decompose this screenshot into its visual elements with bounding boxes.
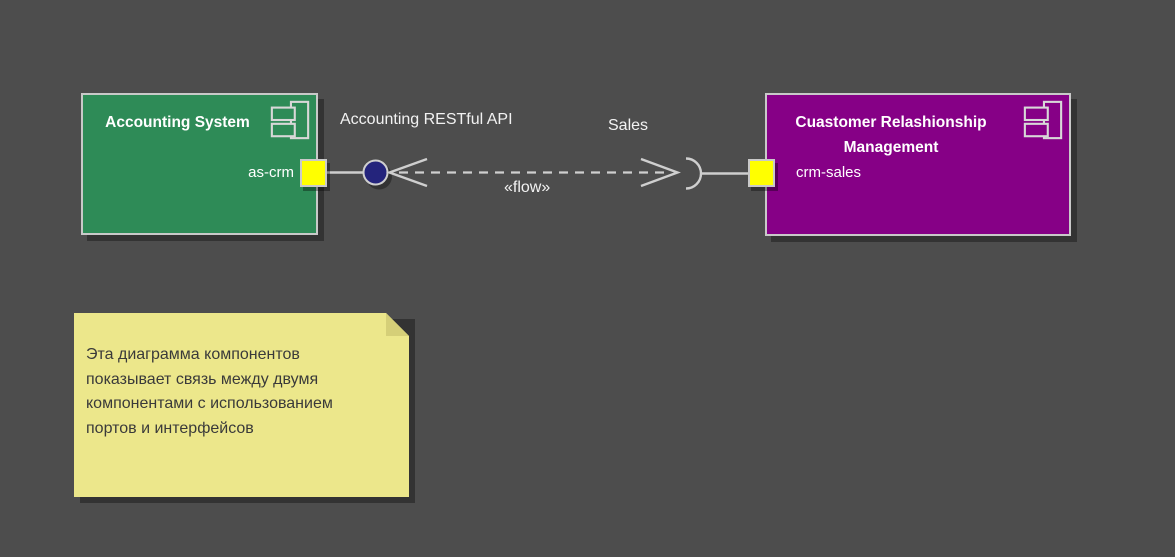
uml-component-icon bbox=[1023, 100, 1063, 140]
component-accounting-title: Accounting System bbox=[105, 114, 250, 131]
required-interface-label: Sales bbox=[608, 117, 649, 134]
note-text-line: Эта диаграмма компонентов bbox=[86, 346, 300, 363]
port-crm-sales[interactable] bbox=[748, 159, 775, 187]
note-text-line: компонентами с использованием bbox=[86, 395, 333, 412]
component-accounting-system[interactable]: Accounting System bbox=[81, 93, 318, 235]
flow-arrow-left-icon bbox=[385, 157, 428, 188]
sticky-note[interactable]: Эта диаграмма компонентов показывает свя… bbox=[74, 313, 409, 497]
provided-interface-ball-icon[interactable] bbox=[362, 159, 389, 186]
port-label-crm-sales: crm-sales bbox=[796, 164, 862, 181]
required-interface-socket-icon[interactable] bbox=[685, 157, 703, 190]
uml-component-icon bbox=[270, 100, 310, 140]
component-crm-title: Cuastomer Relashionship Management bbox=[795, 114, 987, 156]
note-text-line: показывает связь между двумя bbox=[86, 370, 319, 388]
flow-arrow-right-icon bbox=[640, 157, 681, 188]
note-text: Эта диаграмма компонентов показывает свя… bbox=[86, 343, 399, 441]
flow-stereotype-label: «flow» bbox=[504, 179, 551, 196]
port-as-crm[interactable] bbox=[300, 159, 327, 187]
provided-interface-label: Accounting RESTful API bbox=[340, 111, 513, 128]
note-text-line: портов и интерфейсов bbox=[86, 419, 254, 437]
port-label-as-crm: as-crm bbox=[248, 164, 294, 181]
